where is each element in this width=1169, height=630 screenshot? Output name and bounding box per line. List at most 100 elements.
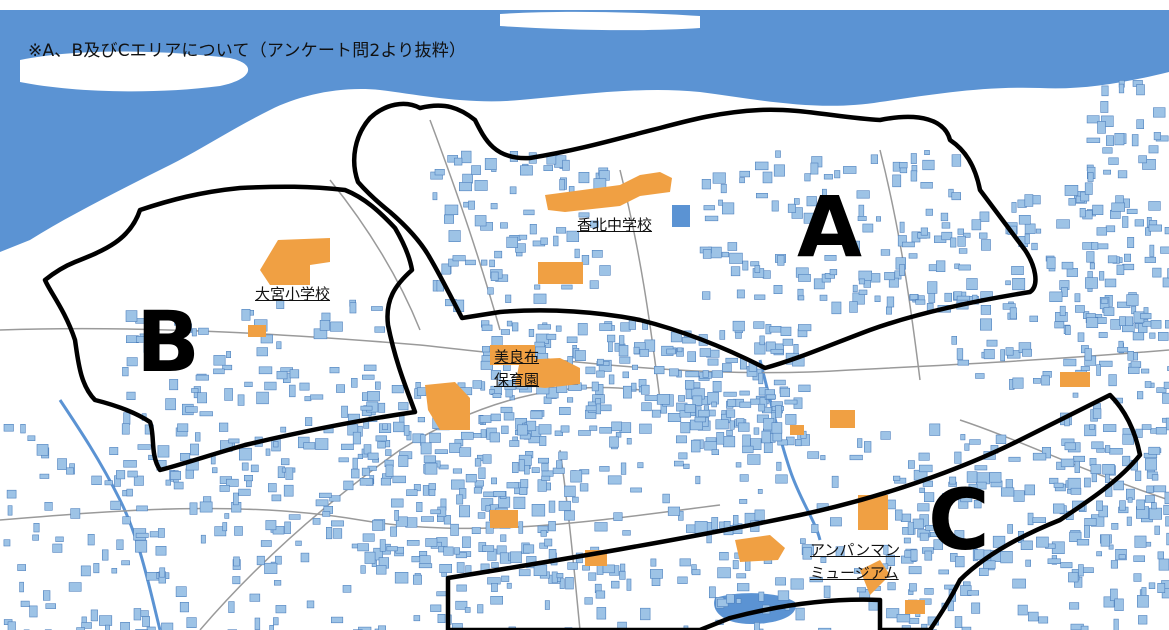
building <box>968 483 978 495</box>
building <box>385 449 392 456</box>
building <box>651 409 661 418</box>
building <box>1098 332 1108 338</box>
building <box>212 467 218 474</box>
building <box>226 351 231 358</box>
building <box>951 154 962 167</box>
building <box>555 325 562 332</box>
building <box>599 426 612 434</box>
building <box>480 360 493 370</box>
building <box>777 255 785 266</box>
building <box>894 509 903 521</box>
building <box>443 515 451 525</box>
building <box>742 260 749 271</box>
building <box>979 211 990 222</box>
building <box>484 158 497 170</box>
building <box>1163 381 1169 389</box>
building <box>809 576 823 583</box>
building <box>795 607 805 621</box>
building <box>556 227 567 234</box>
building <box>951 192 961 201</box>
building <box>574 350 586 361</box>
building <box>393 421 405 433</box>
building <box>787 203 796 213</box>
building <box>831 301 842 315</box>
building <box>275 555 282 565</box>
building <box>500 534 507 542</box>
building <box>596 607 607 620</box>
building <box>596 358 604 365</box>
building <box>1134 535 1147 548</box>
building <box>1114 133 1125 146</box>
building <box>754 622 760 630</box>
building <box>802 547 812 560</box>
building <box>517 424 528 436</box>
building <box>1148 224 1162 232</box>
building <box>20 423 26 434</box>
building <box>276 299 285 309</box>
building <box>352 431 361 445</box>
building <box>1079 208 1086 218</box>
building <box>213 355 226 366</box>
building <box>456 584 467 592</box>
building <box>480 429 487 438</box>
building <box>1144 381 1152 388</box>
building <box>1127 350 1134 361</box>
building <box>352 457 358 470</box>
building <box>105 624 110 630</box>
building <box>963 232 971 238</box>
building <box>1122 216 1129 228</box>
building <box>775 405 782 418</box>
building <box>1005 347 1014 356</box>
building <box>739 401 752 408</box>
building <box>958 264 971 271</box>
building <box>622 530 631 536</box>
building <box>490 595 504 605</box>
stream <box>58 399 162 630</box>
building <box>233 556 240 567</box>
building <box>505 294 512 303</box>
building <box>566 230 580 242</box>
building <box>214 526 227 537</box>
building <box>468 200 475 210</box>
building <box>1101 85 1109 97</box>
building <box>733 514 739 526</box>
building <box>1063 358 1077 367</box>
building <box>1067 477 1081 490</box>
building <box>1073 455 1086 462</box>
building <box>611 421 622 432</box>
building <box>599 466 610 472</box>
building <box>940 212 949 222</box>
building <box>489 432 500 443</box>
building <box>835 546 845 557</box>
building <box>589 425 598 431</box>
building <box>912 518 924 529</box>
building <box>979 232 988 239</box>
building <box>530 410 543 420</box>
building <box>479 415 492 423</box>
building <box>1158 331 1169 341</box>
building <box>739 177 745 184</box>
building <box>460 431 474 440</box>
building <box>561 284 573 290</box>
building <box>925 524 936 531</box>
building <box>305 417 313 426</box>
building <box>465 259 476 266</box>
building <box>474 458 482 467</box>
building <box>1155 426 1167 435</box>
building <box>966 278 978 290</box>
building <box>798 384 811 392</box>
building <box>110 500 121 510</box>
building <box>708 586 716 599</box>
building <box>609 436 619 448</box>
building <box>1111 522 1119 530</box>
building <box>639 423 652 434</box>
building <box>793 198 800 205</box>
building <box>602 564 615 574</box>
building <box>874 295 881 302</box>
building <box>371 306 383 311</box>
building <box>36 444 49 456</box>
building <box>1086 115 1100 124</box>
building <box>133 608 142 621</box>
building <box>503 412 515 421</box>
building <box>548 548 557 560</box>
